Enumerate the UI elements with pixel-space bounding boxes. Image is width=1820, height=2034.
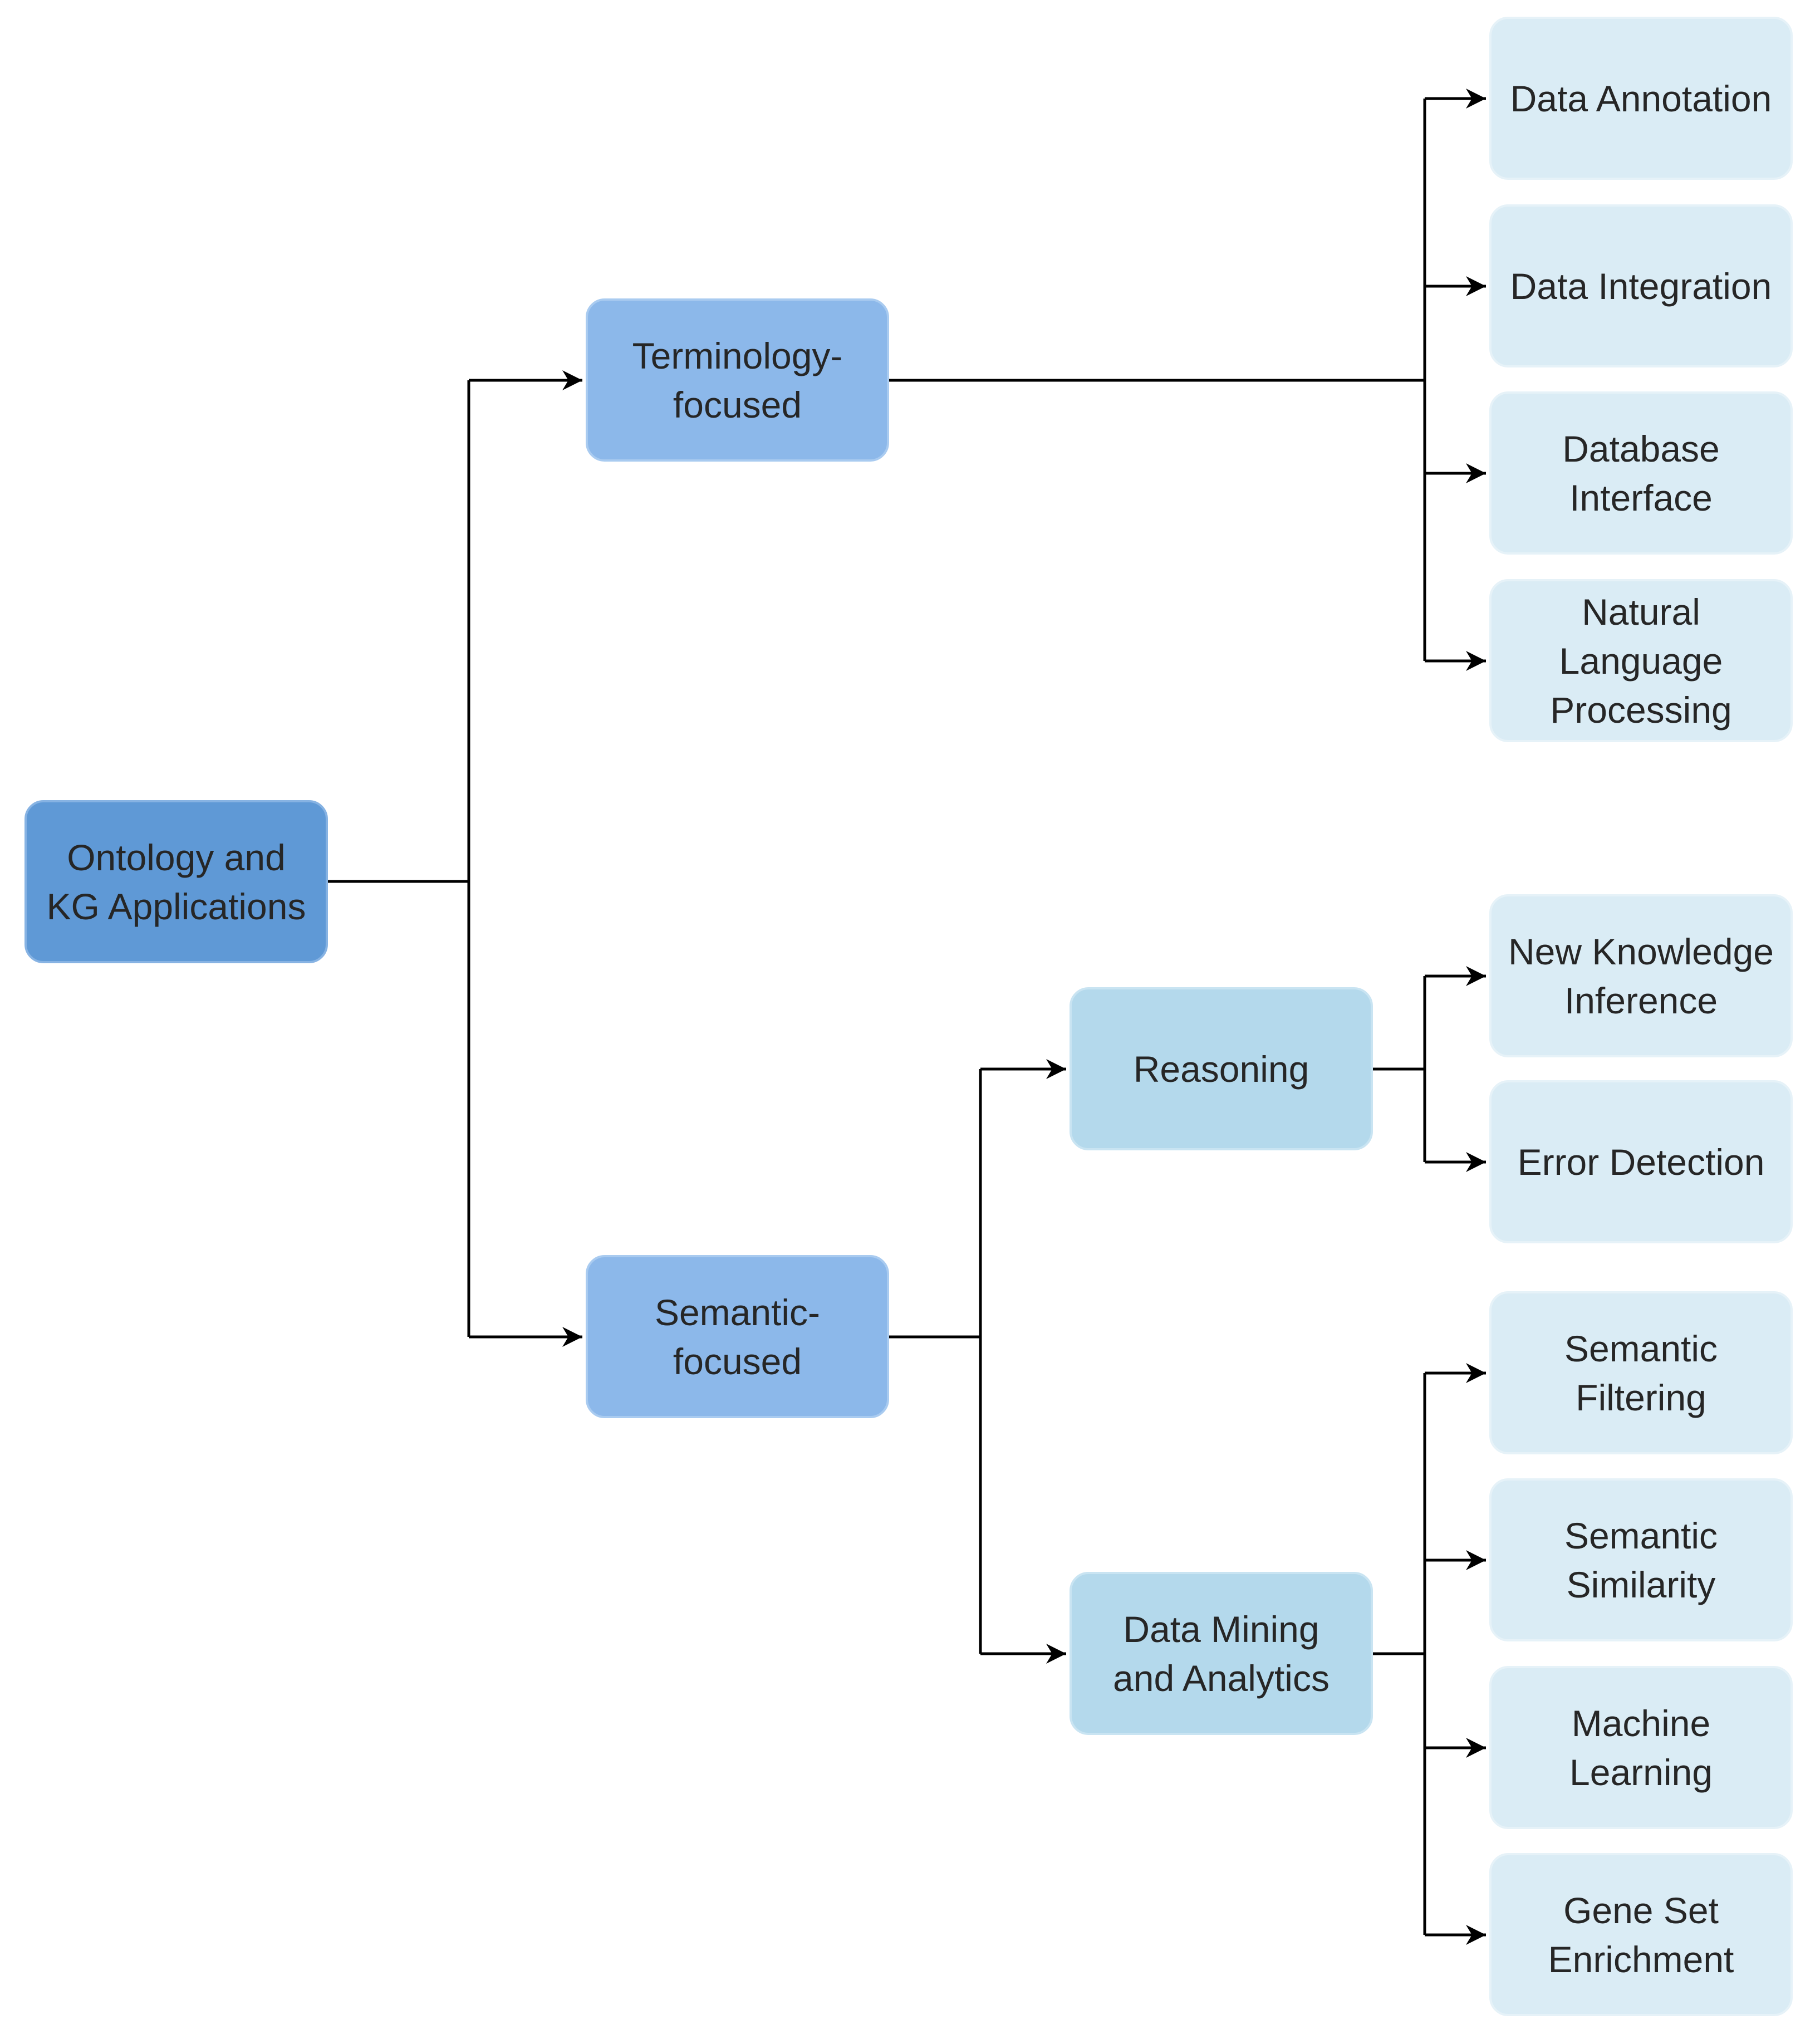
leaf-data-integration: Data Integration	[1489, 204, 1793, 367]
root-node-ontology-kg-applications: Ontology and KG Applications	[24, 800, 328, 963]
leaf-natural-language-processing: Natural Language Processing	[1489, 579, 1793, 742]
node-data-mining-and-analytics: Data Mining and Analytics	[1070, 1572, 1373, 1735]
node-semantic-focused: Semantic- focused	[586, 1255, 889, 1418]
leaf-error-detection: Error Detection	[1489, 1080, 1793, 1243]
leaf-semantic-filtering: Semantic Filtering	[1489, 1291, 1793, 1454]
leaf-database-interface: Database Interface	[1489, 391, 1793, 555]
leaf-semantic-similarity: Semantic Similarity	[1489, 1478, 1793, 1641]
leaf-new-knowledge-inference: New Knowledge Inference	[1489, 894, 1793, 1057]
leaf-machine-learning: Machine Learning	[1489, 1666, 1793, 1829]
node-reasoning: Reasoning	[1070, 987, 1373, 1150]
leaf-data-annotation: Data Annotation	[1489, 17, 1793, 180]
leaf-gene-set-enrichment: Gene Set Enrichment	[1489, 1853, 1793, 2016]
node-terminology-focused: Terminology- focused	[586, 298, 889, 462]
